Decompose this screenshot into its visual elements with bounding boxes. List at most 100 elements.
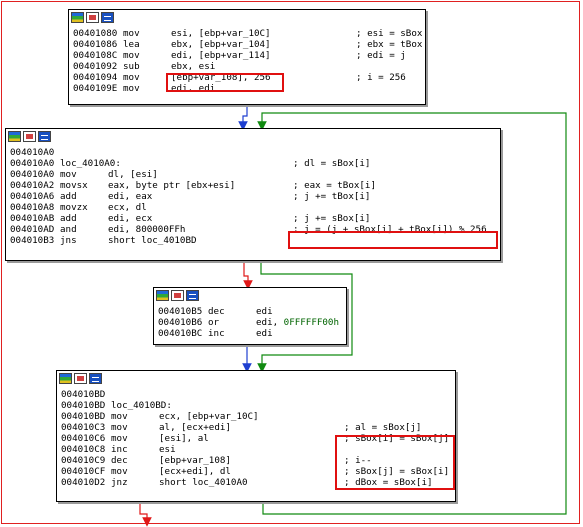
line-mnemonic: loc_4010BD: — [111, 400, 172, 411]
code-line[interactable]: 004010B6 or edi, 0FFFFFF00h — [158, 317, 350, 328]
line-address: 004010A8 — [10, 202, 55, 213]
line-mnemonic: or — [208, 317, 220, 328]
picture-icon[interactable] — [23, 131, 36, 142]
text-view-icon[interactable] — [89, 373, 102, 384]
picture-icon[interactable] — [171, 290, 184, 301]
text-view-icon[interactable] — [38, 131, 51, 142]
line-operands: short loc_4010A0 — [159, 477, 248, 488]
block-toolbar — [59, 373, 102, 385]
line-address: 004010A6 — [10, 191, 55, 202]
line-comment: ; al = sBox[j] — [344, 422, 422, 433]
edge-exit — [139, 502, 152, 527]
graph-view-icon[interactable] — [156, 290, 169, 301]
line-address: 004010A2 — [10, 180, 55, 191]
line-mnemonic: dec — [111, 455, 128, 466]
line-address: 004010B6 — [158, 317, 203, 328]
block-toolbar — [8, 131, 51, 143]
code-line[interactable]: 004010A0 — [10, 147, 504, 158]
code-line[interactable]: 00401092 sub ebx, esi — [73, 61, 429, 72]
line-address: 004010C6 — [61, 433, 106, 444]
graph-view-icon[interactable] — [71, 12, 84, 23]
line-operands: [ebp+var_108] — [159, 455, 231, 466]
line-operands: edi, 0FFFFFF00h — [256, 317, 339, 328]
edge-block2-to-block4 — [257, 261, 353, 373]
line-address: 004010B3 — [10, 235, 55, 246]
highlight-j-formula — [288, 231, 498, 249]
line-comment: ; dl = sBox[i] — [293, 158, 371, 169]
line-operands: [ecx+edi], dl — [159, 466, 231, 477]
block-toolbar — [71, 12, 114, 24]
code-line[interactable]: 004010B3 jns short loc_4010BD — [10, 235, 504, 246]
line-address: 004010AB — [10, 213, 55, 224]
line-address: 004010BD — [61, 389, 106, 400]
text-view-icon[interactable] — [101, 12, 114, 23]
code-line[interactable]: 004010BD — [61, 389, 459, 400]
line-address: 00401092 — [73, 61, 118, 72]
line-operands: ebx, esi — [171, 61, 216, 72]
line-address: 00401086 — [73, 39, 118, 50]
line-comment: ; esi = sBox — [356, 28, 423, 39]
code-line[interactable]: 004010A8 movzx ecx, dl — [10, 202, 504, 213]
line-address: 004010C3 — [61, 422, 106, 433]
line-operands: ecx, dl — [108, 202, 147, 213]
line-address: 00401080 — [73, 28, 118, 39]
line-comment: ; i-- — [344, 455, 372, 466]
text-view-icon[interactable] — [186, 290, 199, 301]
line-mnemonic: jnz — [111, 477, 128, 488]
edge-block2-to-block3 — [243, 261, 253, 290]
line-address: 004010AD — [10, 224, 55, 235]
line-comment: ; eax = tBox[i] — [293, 180, 376, 191]
line-operands: [esi], al — [159, 433, 209, 444]
line-operands: [ebp+var_108], 256 — [171, 72, 271, 83]
line-operands: edi — [256, 306, 273, 317]
line-mnemonic: mov — [60, 169, 77, 180]
line-address: 004010C8 — [61, 444, 106, 455]
line-address: 00401094 — [73, 72, 118, 83]
line-comment: ; j += tBox[i] — [293, 191, 371, 202]
line-mnemonic: inc — [111, 444, 128, 455]
line-comment: ; ebx = tBox — [356, 39, 423, 50]
line-address: 004010CF — [61, 466, 106, 477]
line-mnemonic: mov — [123, 28, 140, 39]
picture-icon[interactable] — [86, 12, 99, 23]
graph-view-icon[interactable] — [59, 373, 72, 384]
picture-icon[interactable] — [74, 373, 87, 384]
line-operands: short loc_4010BD — [108, 235, 197, 246]
line-address: 0040109E — [73, 83, 118, 94]
line-mnemonic: add — [60, 213, 77, 224]
line-mnemonic: sub — [123, 61, 140, 72]
line-mnemonic: jns — [60, 235, 77, 246]
line-mnemonic: lea — [123, 39, 140, 50]
edge-loop-back — [257, 112, 567, 515]
line-mnemonic: mov — [111, 466, 128, 477]
edge-block1-to-block2 — [238, 105, 248, 131]
graph-view-icon[interactable] — [8, 131, 21, 142]
line-mnemonic: movzx — [60, 202, 88, 213]
line-mnemonic: add — [60, 191, 77, 202]
